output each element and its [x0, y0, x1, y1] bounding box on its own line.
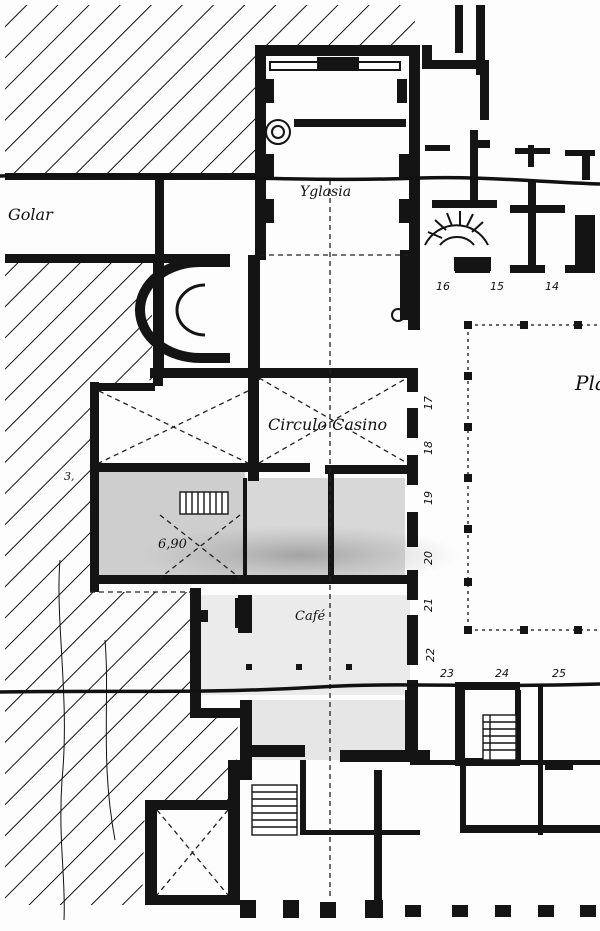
column-number: 22	[424, 648, 437, 662]
label-casino: Circulo Casino	[268, 415, 387, 434]
church-details	[264, 57, 409, 322]
plaza-arcade	[464, 321, 600, 634]
column-number: 23	[440, 667, 454, 680]
column-number: 16	[436, 280, 450, 293]
label-plaza: Pla	[574, 371, 600, 395]
paper-cracks	[0, 173, 600, 921]
vault-diagonals	[90, 180, 408, 900]
apse	[135, 257, 230, 370]
label-church: Yglasia	[300, 184, 351, 200]
spiral-stair	[424, 211, 491, 271]
column-number: 24	[495, 667, 509, 680]
stair-lower	[251, 784, 298, 836]
column-number: 14	[545, 280, 559, 293]
label-left-street: Golar	[8, 205, 54, 224]
column-number: 21	[422, 598, 435, 612]
column-number: 17	[422, 396, 435, 410]
cafe-columns	[200, 598, 352, 670]
column-number: 20	[422, 551, 435, 565]
smudge-center	[140, 525, 460, 585]
column-number: 15	[490, 280, 504, 293]
stair-casino	[179, 491, 229, 515]
label-dimension: 6,90	[158, 537, 187, 552]
column-number: 25	[552, 667, 566, 680]
hatched-area-bottom	[5, 690, 238, 905]
shaded-cafe	[195, 595, 410, 695]
label-small-left: 3,	[64, 470, 75, 483]
label-cafe: Café	[295, 609, 326, 624]
column-number: 19	[422, 491, 435, 505]
hatched-area-top	[5, 5, 415, 175]
column-number: 18	[422, 441, 435, 455]
hatched-area-left	[5, 262, 192, 690]
stair-right	[482, 714, 517, 761]
